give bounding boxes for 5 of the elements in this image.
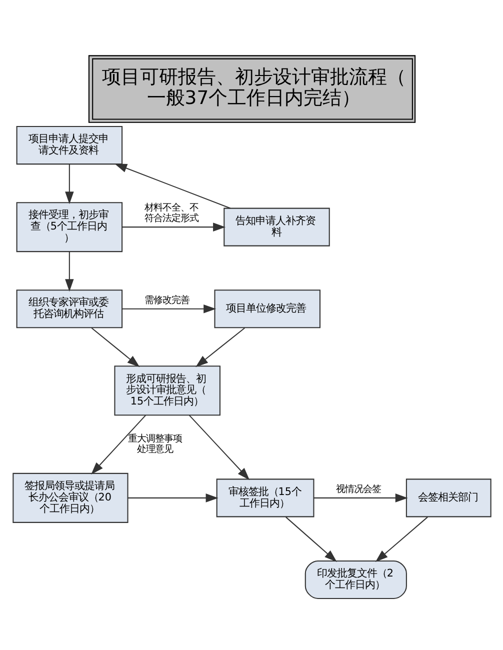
edge-label: 材料不全、不符合法定形式 <box>144 202 198 224</box>
edge-label: 需修改完善 <box>144 294 189 306</box>
diagram-title: 项目可研报告、初步设计审批流程（一般37个工作日内完结） <box>101 67 406 110</box>
edge-label: 视情况会签 <box>336 484 381 495</box>
edge-label: 重大调整事项处理意见 <box>127 433 182 455</box>
